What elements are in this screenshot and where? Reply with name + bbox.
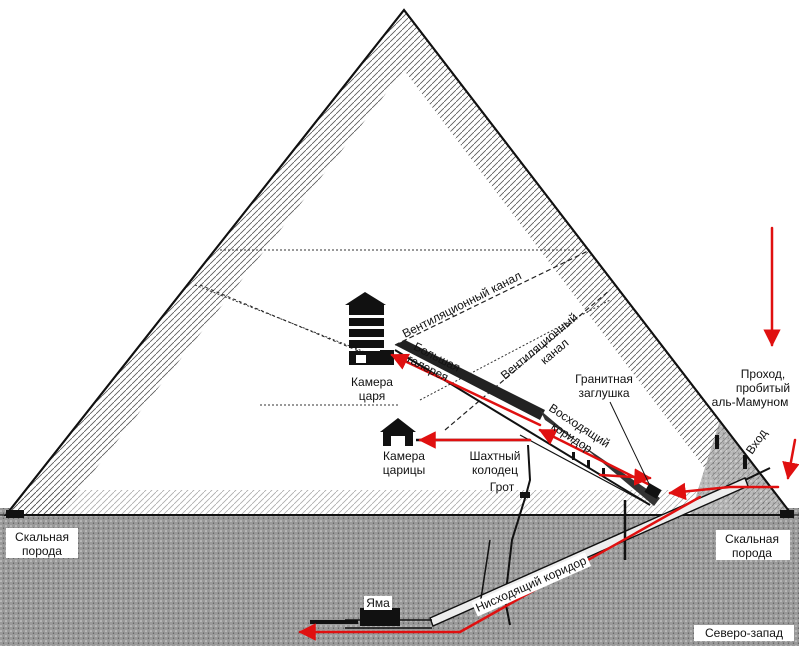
kings-chamber-label-line2: царя	[359, 389, 386, 403]
well-shaft	[503, 444, 532, 626]
vent-shaft-lower	[444, 289, 611, 431]
pit-label: Яма	[366, 596, 390, 610]
bedrock-right-label-line1: Скальная	[725, 532, 779, 546]
granite-plug-label-line1: Гранитная	[575, 372, 633, 386]
granite-plug	[644, 483, 662, 499]
mamun-passage-label: Проход, пробитый аль-Мамуном	[712, 367, 790, 409]
well-shaft-label-line1: Шахтный	[470, 449, 521, 463]
pit-label-group: Яма	[364, 596, 392, 610]
bedrock-left-label: Скальная порода	[6, 528, 78, 558]
bedrock-left-label-line2: порода	[22, 544, 62, 558]
northwest-label-group: Северо-запад	[694, 625, 794, 641]
bedrock-right-label-line2: порода	[732, 546, 772, 560]
queens-chamber-label-line1: Камера	[383, 449, 425, 463]
mamun-label-line2: пробитый	[736, 381, 790, 395]
vent-shaft-upper	[394, 249, 591, 346]
kings-chamber-label-line1: Камера	[351, 375, 393, 389]
grotto-label: Грот	[490, 480, 515, 494]
northwest-label: Северо-запад	[705, 626, 783, 640]
pit-icon	[310, 608, 400, 626]
bedrock-left-label-line1: Скальная	[15, 530, 69, 544]
bedrock-right-label: Скальная порода	[716, 530, 790, 560]
mamun-label-line1: Проход,	[741, 367, 785, 381]
entrance-label: Вход	[743, 426, 770, 456]
red-route	[298, 226, 799, 641]
queens-chamber-label-line2: царицы	[383, 463, 425, 477]
grand-gallery	[395, 340, 545, 420]
queens-chamber-icon	[380, 418, 416, 446]
well-shaft-label: Шахтный колодец	[470, 449, 521, 477]
queens-chamber-label: Камера царицы	[383, 449, 426, 477]
kings-chamber-icon	[345, 292, 394, 365]
mamun-label-line3: аль-Мамуном	[712, 395, 789, 409]
granite-plug-label-line2: заглушка	[578, 386, 629, 400]
granite-plug-label: Гранитная заглушка	[575, 372, 633, 400]
entrance-passage	[744, 467, 771, 481]
well-shaft-label-line2: колодец	[472, 463, 518, 477]
granite-plug-pointer	[609, 401, 653, 491]
dotted-guide-lines	[194, 249, 611, 406]
ascending-corridor	[540, 410, 660, 506]
kings-chamber-label: Камера царя	[351, 375, 393, 403]
